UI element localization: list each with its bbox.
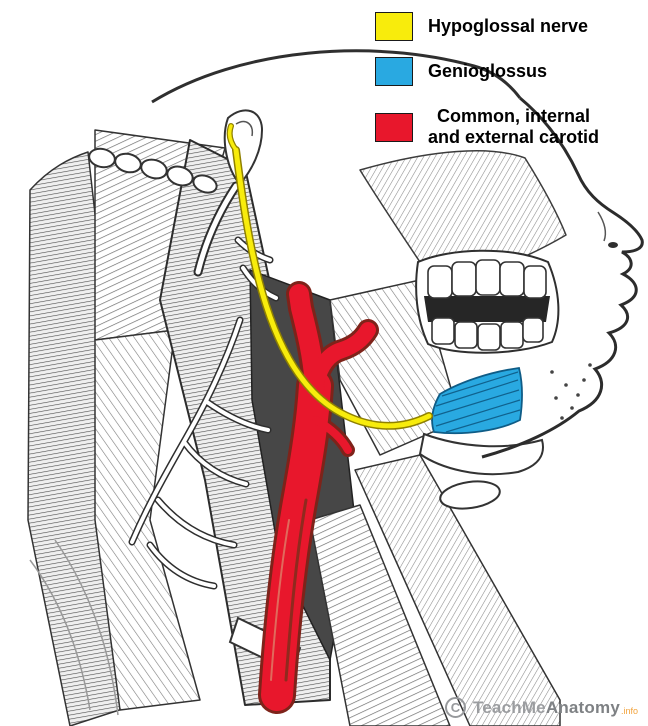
- legend-swatch-yellow: [375, 12, 413, 41]
- legend-label-carotid: Common, internal and external carotid: [428, 106, 600, 147]
- face-profile: [481, 96, 644, 459]
- legend-item-carotid: Common, internal and external carotid: [375, 106, 599, 148]
- chin-stipple: [550, 363, 592, 420]
- legend-label-hypoglossal-nerve: Hypoglossal nerve: [428, 16, 589, 36]
- cervical-plexus: [128, 236, 280, 590]
- carotid-arteries: [258, 281, 379, 714]
- hypoglossal-nerve-path: [226, 123, 433, 430]
- legend-item-hypoglossal-nerve: Hypoglossal nerve: [375, 12, 599, 41]
- legend-swatch-red: [375, 112, 413, 142]
- brand-suffix: .info: [620, 706, 638, 716]
- mouth: [415, 249, 560, 354]
- brand-teachme: TeachMe: [472, 697, 546, 717]
- legend: Hypoglossal nerve Genioglossus Common, i…: [375, 12, 599, 148]
- legend-label-genioglossus: Genioglossus: [428, 61, 548, 81]
- occipital-segments: [88, 147, 218, 194]
- legend-swatch-blue: [375, 57, 413, 86]
- shoulder-contours: [29, 539, 119, 716]
- skull-outline: [151, 49, 522, 104]
- neck-muscles: [27, 129, 567, 726]
- copyright-icon: C: [444, 697, 466, 718]
- brand-anatomy: Anatomy: [545, 697, 620, 717]
- legend-item-genioglossus: Genioglossus: [375, 57, 599, 86]
- watermark: C TeachMe Anatomy .info: [444, 697, 638, 718]
- mylohyoid-band: [418, 432, 544, 510]
- genioglossus-muscle: [431, 366, 524, 435]
